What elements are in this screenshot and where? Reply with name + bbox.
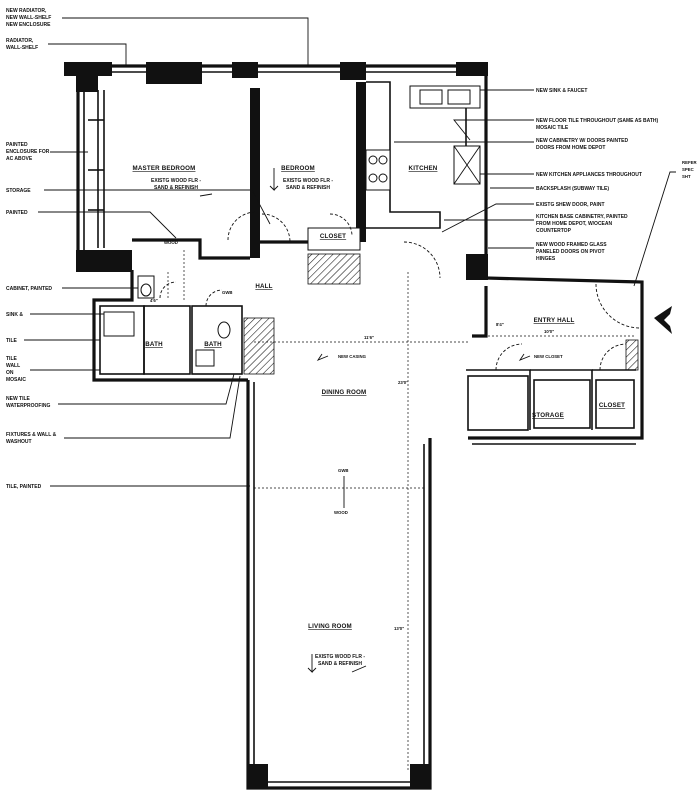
right-note-3-line-2: DOORS FROM HOME DEPOT	[536, 145, 605, 151]
left-note-9-line-2: WALL	[6, 363, 20, 369]
left-note-12: TILE, PAINTED	[6, 484, 42, 490]
right-note-1: NEW SINK & FAUCET	[536, 88, 587, 94]
dim-bath-width: 4'6"	[150, 298, 158, 303]
left-note-2-line-2: WALL-SHELF	[6, 45, 38, 51]
right-note-7-line-2: FROM HOME DEPOT, W/OCEAN	[536, 221, 613, 227]
floor-note-master-bedroom-1: EXISTG WOOD FLR -	[151, 178, 201, 184]
doors	[159, 211, 641, 371]
room-label-bath-1: BATH	[145, 341, 163, 348]
left-callouts: NEW RADIATOR, NEW WALL-SHELF NEW ENCLOSU…	[6, 8, 309, 490]
floor-note-bedroom-2: SAND & REFINISH	[286, 185, 330, 191]
right-note-6: EXISTG SHEW DOOR, PAINT	[536, 202, 605, 208]
note-wood-2: WOOD	[164, 240, 178, 245]
floor-note-living-room-2: SAND & REFINISH	[318, 661, 362, 667]
dim-living-length: 13'0"	[394, 626, 404, 631]
left-note-1-line-3: NEW ENCLOSURE	[6, 22, 51, 28]
right-note-7-line-3: COUNTERTOP	[536, 228, 572, 234]
room-label-hall: HALL	[255, 283, 272, 290]
note-wood: WOOD	[334, 510, 348, 515]
room-label-living-room: LIVING ROOM	[308, 623, 352, 630]
left-note-2-line-1: RADIATOR,	[6, 38, 34, 44]
room-label-closet-1: CLOSET	[320, 233, 346, 240]
left-note-10-line-1: NEW TILE	[6, 396, 31, 402]
room-label-master-bedroom: MASTER BEDROOM	[133, 165, 196, 172]
far-right-note-3: SHT	[682, 174, 691, 179]
left-note-8: TILE	[6, 338, 17, 344]
dimensions: 11'6" 10'0" 8'4" 4'6" 13'0" 23'0"	[150, 298, 636, 631]
left-note-3-line-3: AC ABOVE	[6, 156, 33, 162]
left-note-7: SINK &	[6, 312, 23, 318]
left-note-11-line-1: FIXTURES & WALL &	[6, 432, 57, 438]
room-label-dining-room: DINING ROOM	[322, 389, 367, 396]
left-note-1-line-2: NEW WALL-SHELF	[6, 15, 51, 21]
left-note-3-line-1: PAINTED	[6, 142, 28, 148]
left-note-10-line-2: WATERPROOFING	[6, 403, 50, 409]
left-note-4: STORAGE	[6, 188, 31, 194]
right-note-8-line-3: HINGES	[536, 256, 556, 262]
right-note-8-line-2: PANELED DOORS ON PIVOT	[536, 249, 605, 255]
left-note-5: PAINTED	[6, 210, 28, 216]
right-note-4: NEW KITCHEN APPLIANCES THROUGHOUT	[536, 172, 642, 178]
dim-entry-width: 10'0"	[544, 329, 554, 334]
left-note-6: CABINET, PAINTED	[6, 286, 52, 292]
note-new-closet: NEW CLOSET	[534, 354, 563, 359]
right-note-5: BACKSPLASH (SUBWAY TILE)	[536, 186, 609, 192]
room-label-storage: STORAGE	[532, 412, 564, 419]
room-label-closet-2: CLOSET	[599, 402, 625, 409]
room-labels: MASTER BEDROOM BEDROOM KITCHEN ENTRY HAL…	[133, 165, 625, 630]
room-label-bath-2: BATH	[204, 341, 222, 348]
floor-note-living-room-1: EXISTG WOOD FLR -	[315, 654, 365, 660]
far-right-note-1: REFER	[682, 160, 697, 165]
note-gwb-1: GWB	[338, 468, 349, 473]
far-right-note-2: SPEC	[682, 167, 694, 172]
note-gwb-2: GWB	[222, 290, 233, 295]
floor-note-master-bedroom-2: SAND & REFINISH	[154, 185, 198, 191]
interior-notes: NEW CASING NEW CLOSET WOOD WOOD GWB GWB	[164, 240, 563, 515]
left-note-11-line-2: WASHOUT	[6, 439, 32, 445]
entry-arrow-icon	[654, 306, 672, 334]
left-note-1-line-1: NEW RADIATOR,	[6, 8, 47, 14]
right-note-7-line-1: KITCHEN BASE CABINETRY, PAINTED	[536, 214, 628, 220]
right-callouts: NEW SINK & FAUCET NEW FLOOR TILE THROUGH…	[394, 88, 697, 287]
right-note-2-line-2: MOSAIC TILE	[536, 125, 569, 131]
dim-dining-width: 11'6"	[364, 335, 374, 340]
right-note-3-line-1: NEW CABINETRY W/ DOORS PAINTED	[536, 138, 629, 144]
right-note-8-line-1: NEW WOOD FRAMED GLASS	[536, 242, 607, 248]
left-note-9-line-4: MOSAIC	[6, 377, 26, 383]
floor-notes: EXISTG WOOD FLR - SAND & REFINISH EXISTG…	[151, 178, 365, 667]
left-note-3-line-2: ENCLOSURE FOR	[6, 149, 50, 155]
left-note-9-line-3: ON	[6, 370, 14, 376]
dim-hall-length: 23'0"	[398, 380, 408, 385]
wall-masses	[64, 62, 488, 788]
note-new-casing: NEW CASING	[338, 354, 367, 359]
room-label-bedroom: BEDROOM	[281, 165, 315, 172]
dim-entry-depth: 8'4"	[496, 322, 504, 327]
room-label-kitchen: KITCHEN	[409, 165, 438, 172]
right-note-2-line-1: NEW FLOOR TILE THROUGHOUT (SAME AS BATH)	[536, 118, 659, 124]
floor-note-bedroom-1: EXISTG WOOD FLR -	[283, 178, 333, 184]
room-label-entry-hall: ENTRY HALL	[534, 317, 575, 324]
left-note-9-line-1: TILE	[6, 356, 17, 362]
